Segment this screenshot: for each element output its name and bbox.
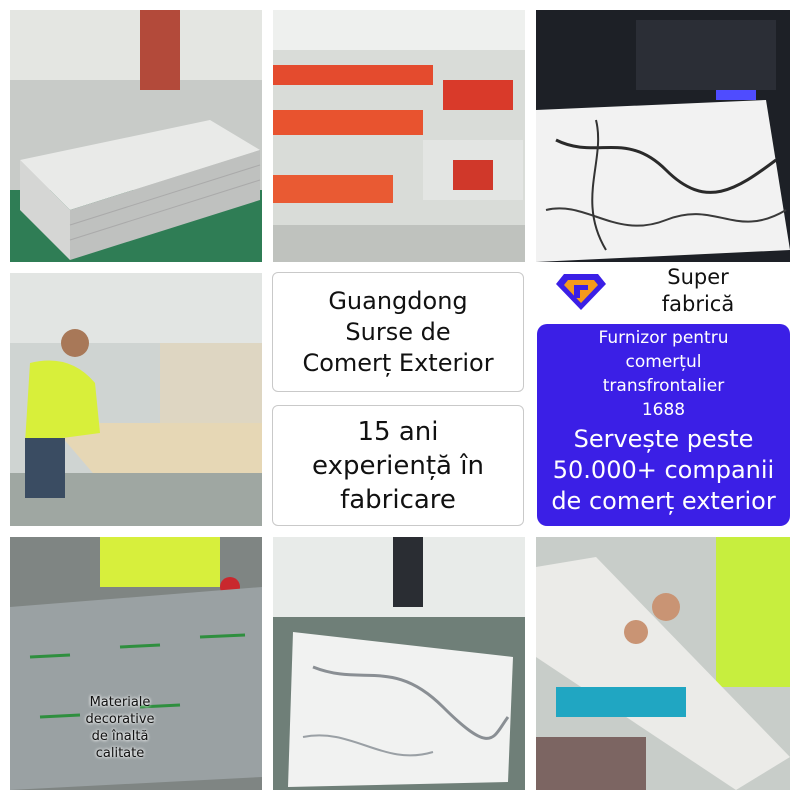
supplier-main-line-1: Servește peste xyxy=(573,425,754,453)
experience-box: 15 ani experiență în fabricare xyxy=(272,405,524,526)
experience-line-2: experiență în xyxy=(312,450,484,481)
supplier-main-line-2: 50.000+ companii xyxy=(552,456,775,484)
supplier-sub-line-2: comerțul xyxy=(625,352,702,372)
super-factory-line-2: fabrică xyxy=(661,292,735,316)
supplier-sub-line-3: transfrontalier xyxy=(602,376,725,396)
photo-panel-stacks xyxy=(10,10,262,262)
super-factory-line-1: Super xyxy=(667,265,729,289)
supplier-panel: Furnizor pentru comerțul transfrontalier… xyxy=(537,324,790,526)
materials-label: Materiale decorative de înaltă calitate xyxy=(60,694,180,762)
guangdong-line-3: Comerț Exterior xyxy=(302,348,494,377)
guangdong-line-2: Surse de xyxy=(345,317,451,346)
photo-cutting-panel xyxy=(536,537,790,790)
supplier-sub-line-4: 1688 xyxy=(641,400,686,420)
materials-line-3: de înaltă xyxy=(91,729,149,744)
super-factory-panel: Super fabrică xyxy=(536,262,790,322)
supplier-sub-line-1: Furnizor pentru xyxy=(598,328,729,348)
guangdong-trade-box: Guangdong Surse de Comerț Exterior xyxy=(272,272,524,392)
photo-worker-board xyxy=(10,273,262,526)
experience-line-3: fabricare xyxy=(340,484,456,515)
materials-line-2: decorative xyxy=(85,712,155,727)
photo-marble-slab xyxy=(273,537,525,790)
diamond-logo-icon xyxy=(556,274,606,310)
guangdong-line-1: Guangdong xyxy=(328,286,468,315)
materials-line-4: calitate xyxy=(95,746,145,761)
photo-uv-printer-marble xyxy=(536,10,790,262)
photo-production-lines xyxy=(273,10,525,262)
materials-line-1: Materiale xyxy=(89,695,151,710)
photo-film-laminate xyxy=(10,537,262,790)
experience-line-1: 15 ani xyxy=(357,416,439,447)
supplier-main-line-3: de comerț exterior xyxy=(551,487,776,515)
